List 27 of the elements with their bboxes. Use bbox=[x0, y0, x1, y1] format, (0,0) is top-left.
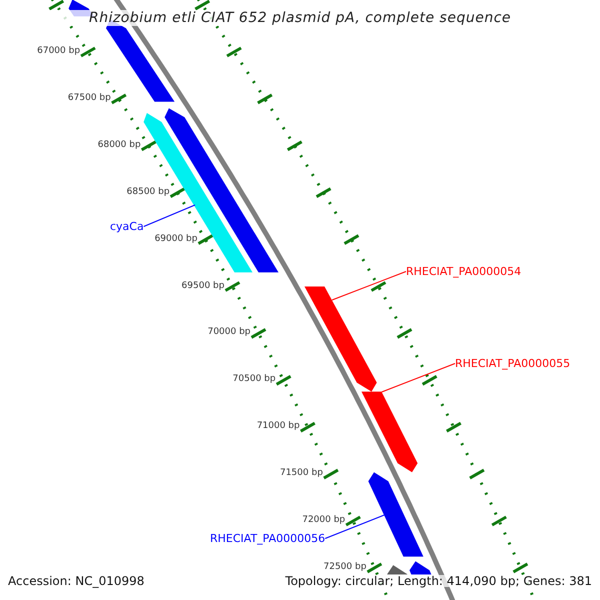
leader-line bbox=[324, 514, 385, 539]
tick-label: 67500 bp bbox=[68, 94, 111, 103]
tick-label: 70500 bp bbox=[232, 375, 276, 384]
leader-line bbox=[381, 363, 456, 392]
sequence-summary-text: Topology: circular; Length: 414,090 bp; Genes: 381 bbox=[285, 575, 592, 587]
gene-segment bbox=[387, 565, 408, 574]
tick-label: 71000 bp bbox=[256, 422, 300, 432]
gene-segment bbox=[362, 392, 418, 472]
tick-label: 70000 bp bbox=[208, 328, 251, 338]
tick-label: 68500 bp bbox=[126, 188, 170, 197]
tick-label: 71500 bp bbox=[280, 469, 323, 478]
leader-line bbox=[143, 204, 196, 227]
tick-label: 72000 bp bbox=[302, 516, 346, 525]
tick-label: 67000 bp bbox=[37, 47, 80, 56]
gene-label: RHECIAT_PA0000054 bbox=[406, 266, 522, 277]
tick-label: 68000 bp bbox=[98, 140, 141, 150]
tick-label: 72500 bp bbox=[324, 562, 366, 572]
gene-label: RHECIAT_PA0000056 bbox=[210, 533, 326, 544]
gene-segment bbox=[368, 472, 424, 557]
gene-label: RHECIAT_PA0000055 bbox=[455, 358, 570, 369]
gene-segment bbox=[410, 561, 432, 574]
gene-segment bbox=[304, 286, 377, 392]
gene-label: cyaCa bbox=[110, 221, 144, 232]
tick-label: 69500 bp bbox=[182, 282, 224, 290]
accession-text: Accession: NC_010998 bbox=[8, 575, 144, 587]
leader-line bbox=[332, 271, 406, 300]
tick-label: 69000 bp bbox=[154, 234, 198, 244]
